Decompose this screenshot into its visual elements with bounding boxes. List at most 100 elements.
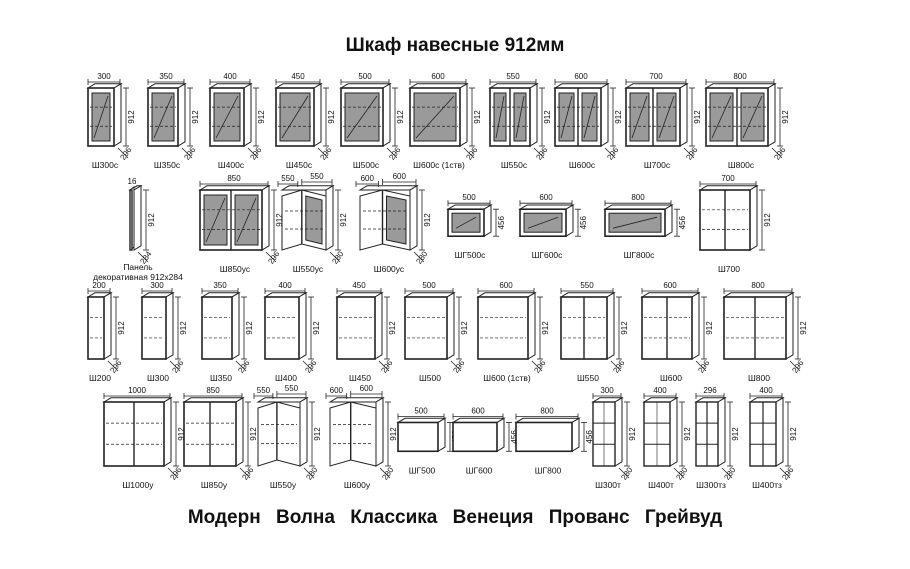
cabinet-line [771, 147, 783, 159]
height-dimension: 912 [781, 110, 790, 124]
width-dimension: 600 [471, 406, 485, 415]
width-dimension: 800 [631, 193, 645, 202]
width-dimension: 200 [92, 281, 106, 290]
height-dimension: 912 [423, 213, 432, 227]
cabinet-line [129, 189, 133, 251]
cabinet-line [664, 204, 673, 238]
panel-caption-line1: Панель [123, 262, 153, 272]
cabinet-line [604, 147, 616, 159]
cabinet-line [452, 421, 498, 453]
cabinet-line [358, 185, 419, 191]
depth-dimension: 296 [303, 358, 318, 375]
cabinet-line [236, 197, 257, 243]
width-dimension: 400 [278, 281, 292, 290]
cabinet-line [329, 251, 341, 263]
cabinet-line [669, 396, 678, 467]
width-dimension: 500 [414, 406, 428, 415]
width-dimension: 500 [358, 72, 372, 81]
cabinet-label: Ш400с [218, 160, 245, 170]
height-dimension: 912 [614, 110, 623, 124]
cabinet-label: Ш400тз [752, 480, 782, 490]
cabinet-line [313, 82, 322, 147]
cabinet-line [375, 396, 384, 467]
cabinet-line [600, 82, 609, 147]
height-dimension: 912 [177, 427, 186, 441]
cabinet-label: Ш700 [718, 264, 740, 274]
width-dimension: 300 [97, 72, 111, 81]
cabinet-label: Ш600ус [374, 264, 405, 274]
cabinet-line [483, 204, 492, 238]
cabinet-line [565, 204, 574, 238]
height-dimension: 912 [312, 321, 321, 335]
height-dimension: 912 [789, 427, 798, 441]
depth-dimension: 296 [379, 358, 394, 375]
height-dimension: 456 [510, 430, 519, 444]
depth-dimension: 296 [684, 145, 699, 162]
width-dimension: 600 [539, 193, 553, 202]
cabinet-line [247, 147, 259, 159]
collection-name: Классика [350, 507, 438, 528]
cabinet-line [235, 360, 247, 372]
sheet-title: Шкаф навесные 912мм [345, 35, 565, 56]
cabinet-label: ШГ500с [455, 250, 487, 260]
cabinet-line [450, 360, 462, 372]
cabinet-label: Ш600у [344, 480, 371, 490]
height-dimension: 912 [628, 427, 637, 441]
cabinet-label: ШГ800 [535, 465, 562, 475]
cabinet-line [437, 417, 446, 453]
cabinet-line [378, 360, 390, 372]
collection-name: Волна [276, 507, 335, 528]
cabinet-line [231, 291, 240, 360]
cabinet-line [382, 82, 391, 147]
cabinet-line [265, 251, 277, 263]
cabinet-line [153, 95, 173, 139]
cabinet-label: Ш550у [270, 480, 297, 490]
cabinet-line [533, 147, 545, 159]
cabinet-line [177, 82, 186, 147]
width-dimension: 700 [721, 174, 735, 183]
cabinet-line [374, 291, 383, 360]
cabinet-line [317, 147, 329, 159]
height-dimension: 912 [389, 427, 398, 441]
depth-dimension: 296 [772, 145, 787, 162]
cabinet-line [261, 184, 270, 251]
height-dimension: 912 [127, 110, 136, 124]
cabinet-line [515, 421, 573, 453]
cabinet-label: ШГ800с [624, 250, 656, 260]
cabinet-label: Ш350 [210, 373, 232, 383]
width-dimension: 550 [580, 281, 594, 290]
cabinet-label: Ш200 [89, 373, 111, 383]
height-dimension: 912 [763, 213, 772, 227]
depth-dimension: 280 [619, 465, 634, 482]
cabinet-line [742, 95, 763, 139]
width-dimension: 350 [213, 281, 227, 290]
height-dimension: 912 [313, 427, 322, 441]
cabinet-line [303, 467, 315, 479]
width-dimension: 550 [285, 384, 299, 393]
depth-dimension: 296 [605, 145, 620, 162]
cabinet-line [133, 184, 142, 251]
cabinet-label: Ш800с [728, 160, 755, 170]
depth-dimension: 280 [380, 465, 395, 482]
cabinet-line [305, 195, 323, 245]
width-dimension: 300 [150, 281, 164, 290]
height-dimension: 912 [275, 213, 284, 227]
depth-dimension: 296 [248, 145, 263, 162]
cabinet-line [137, 251, 149, 263]
cabinet-line [280, 185, 335, 191]
cabinet-line [239, 467, 251, 479]
cabinet-line [413, 251, 425, 263]
cabinet-label: Ш1000у [123, 480, 155, 490]
